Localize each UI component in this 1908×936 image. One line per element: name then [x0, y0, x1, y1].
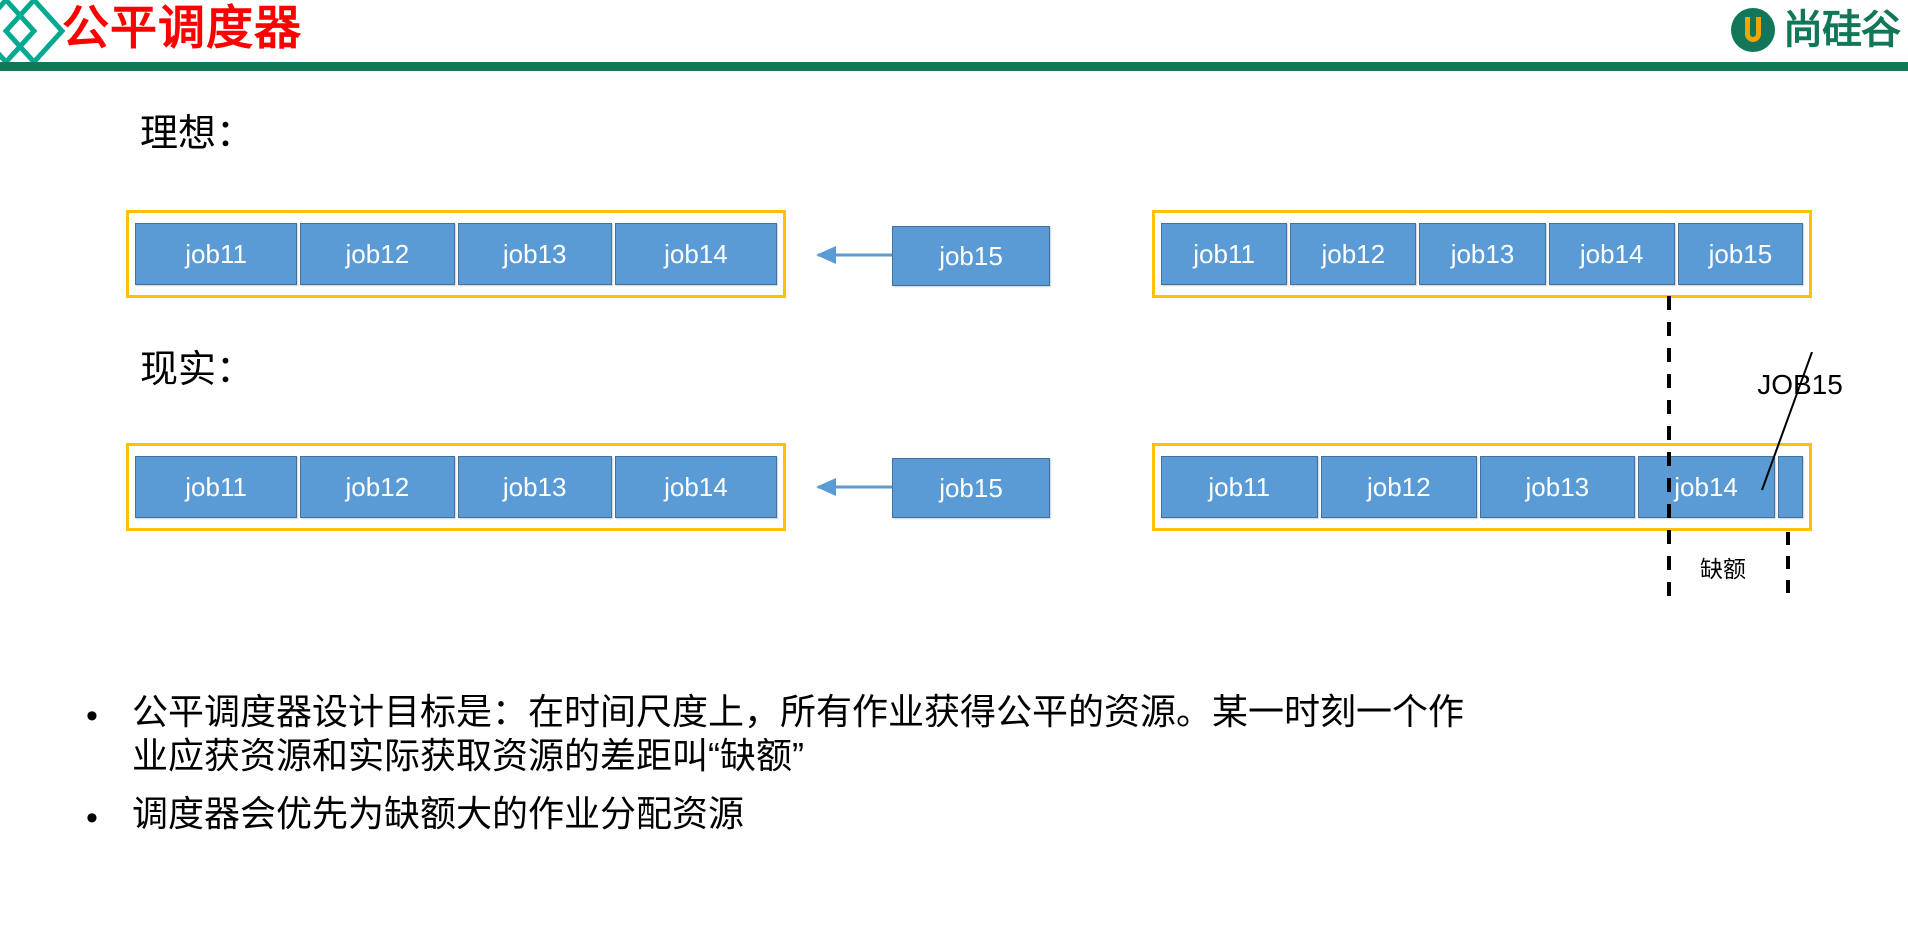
header-rule	[0, 62, 1908, 71]
job-box: job14	[1637, 456, 1775, 518]
ideal-incoming-job: job15	[892, 226, 1050, 286]
job-box: job13	[1419, 223, 1546, 285]
job-box: job11	[1161, 223, 1288, 285]
job15-callout-leader-line	[1761, 352, 1813, 491]
header-rule-gap	[0, 71, 1908, 74]
job-box: job11	[135, 223, 298, 285]
decorative-diamonds-icon	[0, 0, 66, 66]
job-box: job11	[135, 456, 298, 518]
job-box: job11	[1161, 456, 1318, 518]
ideal-incoming-arrow-icon	[816, 246, 894, 264]
job-box: job12	[300, 456, 455, 518]
job-sliver-box	[1777, 456, 1804, 518]
list-item: • 公平调度器设计目标是：在时间尺度上，所有作业获得公平的资源。某一时刻一个作业…	[78, 690, 1838, 778]
deficit-label: 缺额	[1700, 556, 1746, 582]
deficit-dashed-line-left	[1667, 296, 1671, 596]
deficit-dashed-line-right	[1786, 532, 1790, 598]
job-box: job14	[614, 223, 777, 285]
real-left-queue: job11 job12 job13 job14	[126, 443, 786, 531]
real-right-queue: job11 job12 job13 job14	[1152, 443, 1812, 531]
bullet-list: • 公平调度器设计目标是：在时间尺度上，所有作业获得公平的资源。某一时刻一个作业…	[78, 690, 1838, 858]
ideal-right-queue: job11 job12 job13 job14 job15	[1152, 210, 1812, 298]
job-box: job13	[457, 223, 612, 285]
bullet-marker: •	[86, 697, 98, 735]
job-box: job12	[1320, 456, 1478, 518]
real-incoming-arrow-icon	[816, 478, 894, 496]
real-label: 现实：	[140, 349, 255, 391]
job-box: job12	[300, 223, 455, 285]
job15-callout-label: JOB15	[1757, 369, 1843, 400]
ideal-left-queue: job11 job12 job13 job14	[126, 210, 786, 298]
brand-logo-text: 尚硅谷	[1783, 8, 1901, 52]
job-box: job12	[1290, 223, 1417, 285]
real-incoming-job: job15	[892, 458, 1050, 518]
page-title: 公平调度器	[62, 1, 302, 54]
brand-logo: 尚硅谷	[1729, 2, 1901, 58]
job-box: job14	[1548, 223, 1675, 285]
bullet-text: 调度器会优先为缺额大的作业分配资源	[132, 792, 745, 834]
job-box: job14	[614, 456, 777, 518]
job-box: job13	[1480, 456, 1635, 518]
bullet-text: 公平调度器设计目标是：在时间尺度上，所有作业获得公平的资源。某一时刻一个作业应获…	[132, 691, 1465, 776]
job-box: job13	[457, 456, 612, 518]
list-item: • 调度器会优先为缺额大的作业分配资源	[78, 792, 1838, 844]
atguigu-u-logo-icon	[1731, 8, 1775, 52]
bullet-marker: •	[86, 798, 98, 837]
job-box: job15	[1677, 223, 1804, 285]
slide-header: 公平调度器 尚硅谷	[0, 0, 1908, 74]
ideal-label: 理想：	[140, 113, 255, 155]
